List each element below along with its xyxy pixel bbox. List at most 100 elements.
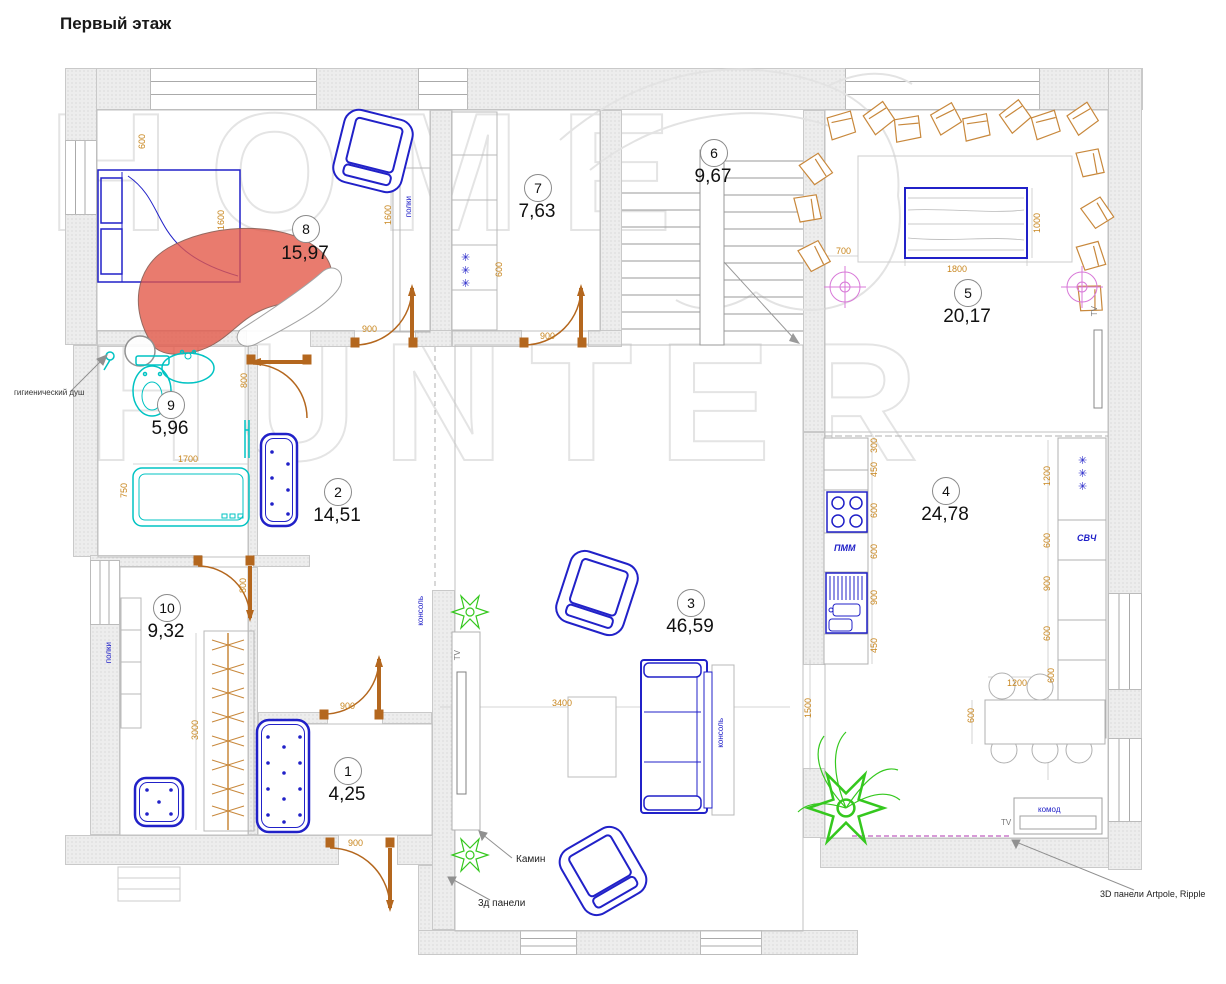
coffee-table <box>567 696 617 778</box>
window <box>90 560 120 625</box>
room-area-6: 9,67 <box>694 166 732 187</box>
dimension-label: 700 <box>836 246 852 256</box>
room-area-7: 7,63 <box>518 201 556 222</box>
dimension-label: 900 <box>362 324 378 334</box>
armchair-living-bottom <box>553 820 653 922</box>
room-area-1: 4,25 <box>328 784 366 805</box>
room-number-2: 2 <box>324 478 352 506</box>
room-number-5: 5 <box>954 279 982 307</box>
room-number-1: 1 <box>334 757 362 785</box>
wall-bottom-living <box>418 930 858 955</box>
dimension-label: 800 <box>238 578 248 594</box>
doors <box>193 284 587 912</box>
tv-label-room5: TV <box>1090 306 1099 317</box>
dimension-label: 800 <box>239 373 249 389</box>
window <box>418 68 468 110</box>
room-area-4: 24,78 <box>921 504 969 525</box>
bathroom-fixtures <box>103 349 250 527</box>
clothes-rail <box>211 633 245 830</box>
room-area-5: 20,17 <box>943 306 991 327</box>
tv-fireplace-unit <box>451 631 481 831</box>
dimension-label: 600 <box>966 708 976 724</box>
kitchen-sink <box>825 572 868 634</box>
window <box>700 930 762 955</box>
console-label-sofa: консоль <box>716 718 725 748</box>
panels-3d-label: 3д панели <box>478 898 526 909</box>
sofa <box>640 659 708 814</box>
dimension-label: 1200 <box>1042 466 1052 487</box>
dimension-label: 450 <box>869 638 879 654</box>
hygienic-shower-label: гигиенический душ <box>14 388 85 397</box>
dresser <box>1013 797 1103 835</box>
casework <box>120 111 498 832</box>
watermark-eagle <box>559 68 913 311</box>
room-number-7: 7 <box>524 174 552 202</box>
dimension-label: 450 <box>869 462 879 478</box>
santa-hat <box>124 227 342 367</box>
tv-label-room3: TV <box>453 650 462 661</box>
window <box>1108 593 1142 690</box>
room-area-3: 46,59 <box>666 616 714 637</box>
dimension-label: 600 <box>1046 668 1056 684</box>
shelves-label-wardrobe: полки <box>104 642 113 664</box>
wall-kitchen-lower <box>803 768 825 838</box>
dimension-label: 900 <box>540 331 556 341</box>
wall-under-room7-b <box>588 330 622 347</box>
room-number-3: 3 <box>677 589 705 617</box>
window <box>845 68 1040 110</box>
dining-set <box>984 672 1106 764</box>
wall-room7-stairs <box>600 110 622 347</box>
dimension-label: 300 <box>869 438 879 454</box>
ceiling-light-symbols <box>824 266 1103 308</box>
console-label-left: консоль <box>416 596 425 626</box>
plants <box>451 595 901 872</box>
dimension-label: 600 <box>494 262 504 278</box>
wall-bath-bottom-b <box>253 555 310 567</box>
room-number-10: 10 <box>153 594 181 622</box>
window <box>150 68 317 110</box>
tv-room5 <box>1093 329 1103 409</box>
bench-buttons <box>145 450 302 824</box>
dimension-label: 3400 <box>552 698 573 708</box>
dimension-label: 1000 <box>1032 213 1042 234</box>
dimension-label: 900 <box>348 838 364 848</box>
microwave-label: СВЧ <box>1077 533 1097 543</box>
wall-right <box>1108 68 1142 870</box>
hooks-symbol-kitchen: ✳ ✳ ✳ <box>1078 455 1088 493</box>
dimension-label: 1500 <box>803 698 813 719</box>
dimension-label: 600 <box>1042 626 1052 642</box>
tv-label-kitchen: TV <box>1001 818 1012 827</box>
panels-note-label: 3D панели Artpole, Ripple <box>1100 889 1206 899</box>
wall-under-room8-b <box>310 330 355 347</box>
room-number-9: 9 <box>157 391 185 419</box>
room-area-10: 9,32 <box>147 621 185 642</box>
wall-under-room8-c <box>415 330 452 347</box>
room-number-4: 4 <box>932 477 960 505</box>
entrance-steps <box>117 866 181 902</box>
console <box>703 671 713 809</box>
window <box>1108 738 1142 822</box>
dimension-label: 1700 <box>178 454 199 464</box>
hooks-symbol-room7: ✳ ✳ ✳ <box>461 252 471 290</box>
shelves-label-bedroom: полки <box>404 196 413 218</box>
dimension-label: 1800 <box>947 264 968 274</box>
dimension-label: 600 <box>1042 533 1052 549</box>
armchair-living-top <box>551 545 643 641</box>
staircase <box>622 149 803 346</box>
room-area-2: 14,51 <box>313 505 361 526</box>
window <box>65 140 97 215</box>
page-title: Первый этаж <box>60 14 172 33</box>
room-number-6: 6 <box>700 139 728 167</box>
wall-under-room7-a <box>452 330 522 347</box>
leader-arrows <box>69 354 1135 901</box>
dimension-label: 600 <box>137 134 147 150</box>
wall-bottom-kitchen <box>820 838 1142 868</box>
lounge-table <box>904 187 1028 259</box>
dimension-label: 600 <box>869 503 879 519</box>
cooktop <box>826 491 868 533</box>
room-area-8: 15,97 <box>281 243 329 264</box>
wall-bottom-left <box>65 835 339 865</box>
dimension-label: 3000 <box>190 720 200 741</box>
dimension-label: 900 <box>869 590 879 606</box>
